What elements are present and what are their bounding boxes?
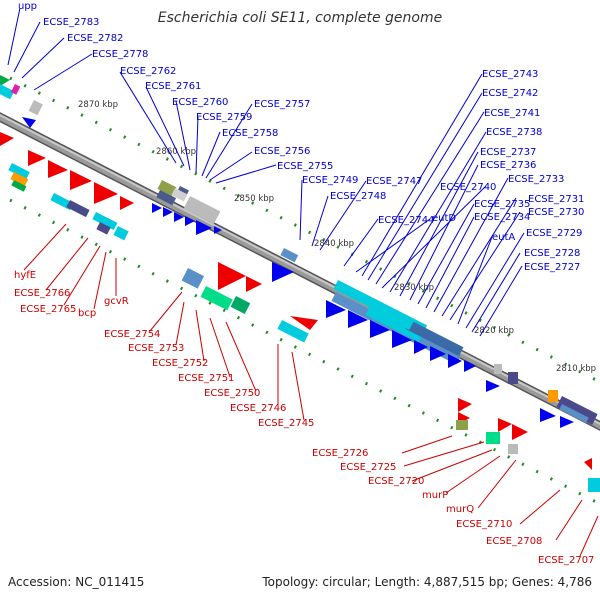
gene-label: ECSE_2765	[20, 304, 76, 315]
callout-lines-lower	[23, 223, 599, 557]
gene-label: ECSE_2749	[302, 175, 358, 186]
gene-label: ECSE_2743	[482, 69, 538, 80]
gene-label: ECSE_2735	[474, 199, 530, 210]
gene-label: ECSE_2745	[258, 418, 314, 429]
gene-label: eutD	[432, 213, 456, 224]
gene-label: ECSE_2751	[178, 373, 234, 384]
gene-label: ECSE_2726	[312, 448, 368, 459]
gene-label: ECSE_2752	[152, 358, 208, 369]
gene-label: ECSE_2761	[145, 81, 201, 92]
gene-label: hyfE	[14, 270, 36, 281]
gene-label: ECSE_2737	[480, 147, 536, 158]
gene-labels-lower: hyfE ECSE_2766 ECSE_2765 bcp gcvR ECSE_2…	[14, 270, 594, 566]
gene-label: ECSE_2728	[524, 248, 580, 259]
gene-label: ECSE_2759	[196, 112, 252, 123]
position-ticks	[9, 76, 600, 506]
gene-label: ECSE_2750	[204, 388, 260, 399]
gene-label: ECSE_2778	[92, 49, 148, 60]
map-title: Escherichia coli SE11, complete genome	[158, 10, 442, 26]
kbp-label: 2810 kbp	[556, 364, 596, 374]
gene-label: ECSE_2720	[368, 476, 424, 487]
gene-label: ECSE_2748	[330, 191, 386, 202]
gene-label: ECSE_2782	[67, 33, 123, 44]
gene-label: ECSE_2757	[254, 99, 310, 110]
gene-label: ECSE_2729	[526, 228, 582, 239]
gene-label: ECSE_2766	[14, 288, 70, 299]
kbp-label: 2860 kbp	[156, 147, 196, 157]
gene-label: ECSE_2733	[508, 174, 564, 185]
gene-label: ECSE_2710	[456, 519, 512, 530]
kbp-label: 2870 kbp	[78, 100, 118, 110]
gene-label: ECSE_2783	[43, 17, 99, 28]
gene-label: murQ	[446, 504, 474, 515]
gene-label: ECSE_2753	[128, 343, 184, 354]
gene-label: ECSE_2755	[277, 161, 333, 172]
minus-strand-features	[0, 132, 600, 492]
kbp-label: 2850 kbp	[234, 194, 274, 204]
kbp-label: 2820 kbp	[474, 326, 514, 336]
accession-text: Accession: NC_011415	[8, 575, 144, 589]
plus-strand-features	[0, 75, 598, 428]
gene-label: ECSE_2762	[120, 66, 176, 77]
gene-label: upp	[18, 1, 37, 12]
gene-label: ECSE_2731	[528, 194, 584, 205]
gene-label: ECSE_2746	[230, 403, 286, 414]
gene-label: bcp	[78, 308, 96, 319]
gene-label: ECSE_2738	[486, 127, 542, 138]
gene-label: gcvR	[104, 296, 129, 307]
kbp-label: 2840 kbp	[314, 239, 354, 249]
genome-summary-text: Topology: circular; Length: 4,887,515 bp…	[261, 575, 592, 589]
gene-label: ECSE_2727	[524, 262, 580, 273]
gene-label: ECSE_2744	[378, 215, 434, 226]
gene-label: ECSE_2741	[484, 108, 540, 119]
gene-label: ECSE_2756	[254, 146, 310, 157]
gene-label: murP	[422, 490, 448, 501]
gene-label: ECSE_2747	[366, 176, 422, 187]
gene-label: ECSE_2730	[528, 207, 584, 218]
gene-label: ECSE_2760	[172, 97, 228, 108]
gene-label: ECSE_2754	[104, 329, 160, 340]
kbp-label: 2830 kbp	[394, 283, 434, 293]
gene-label: ECSE_2758	[222, 128, 278, 139]
gene-label: ECSE_2725	[340, 462, 396, 473]
gene-label: ECSE_2707	[538, 555, 594, 566]
callout-lines-upper	[7, 7, 525, 337]
gene-label: ECSE_2734	[474, 212, 530, 223]
gene-label: ECSE_2742	[482, 88, 538, 99]
gene-label: ECSE_2708	[486, 536, 542, 547]
gene-labels-upper: upp ECSE_2783 ECSE_2782 ECSE_2778 ECSE_2…	[18, 1, 584, 273]
gene-label: eutA	[492, 232, 515, 243]
gene-label: ECSE_2740	[440, 182, 496, 193]
gene-label: ECSE_2736	[480, 160, 536, 171]
kbp-labels: 2870 kbp 2860 kbp 2850 kbp 2840 kbp 2830…	[78, 100, 596, 374]
